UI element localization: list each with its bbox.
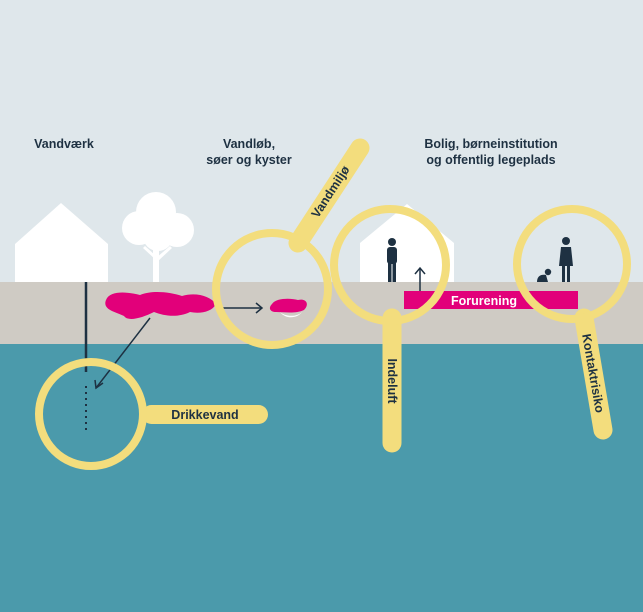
surface-water [280,312,302,318]
arrow-to-indoor [414,266,426,292]
waterworks-label: Vandværk [34,137,94,151]
lens-drinking-water [35,358,268,470]
housing-label-line2: og offentlig legeplads [426,153,555,167]
watercourses-label-line2: søer og kyster [206,153,292,167]
arrow-to-surface-water [222,302,264,314]
indoor-air-label: Indeluft [385,358,399,404]
arrow-to-groundwater [94,317,151,390]
lens-aquatic-environment [212,138,370,349]
lens-indoor-air [330,205,450,453]
pollution-label: Forurening [451,294,517,308]
lens-contact-risk [513,205,631,440]
housing-label-line1: Bolig, børneinstitution [424,137,557,151]
groundwater-layer [0,344,643,612]
waterworks-building [15,203,108,282]
pollution-plume [105,292,216,319]
pollution-spot [269,298,307,313]
adult-figure-indoor [387,238,397,282]
drinking-water-label: Drikkevand [171,408,238,422]
tree-icon [122,192,194,282]
watercourses-label-line1: Vandløb, [223,137,275,151]
adult-figure-outdoor [559,237,573,282]
child-figure-outdoor [537,268,552,282]
